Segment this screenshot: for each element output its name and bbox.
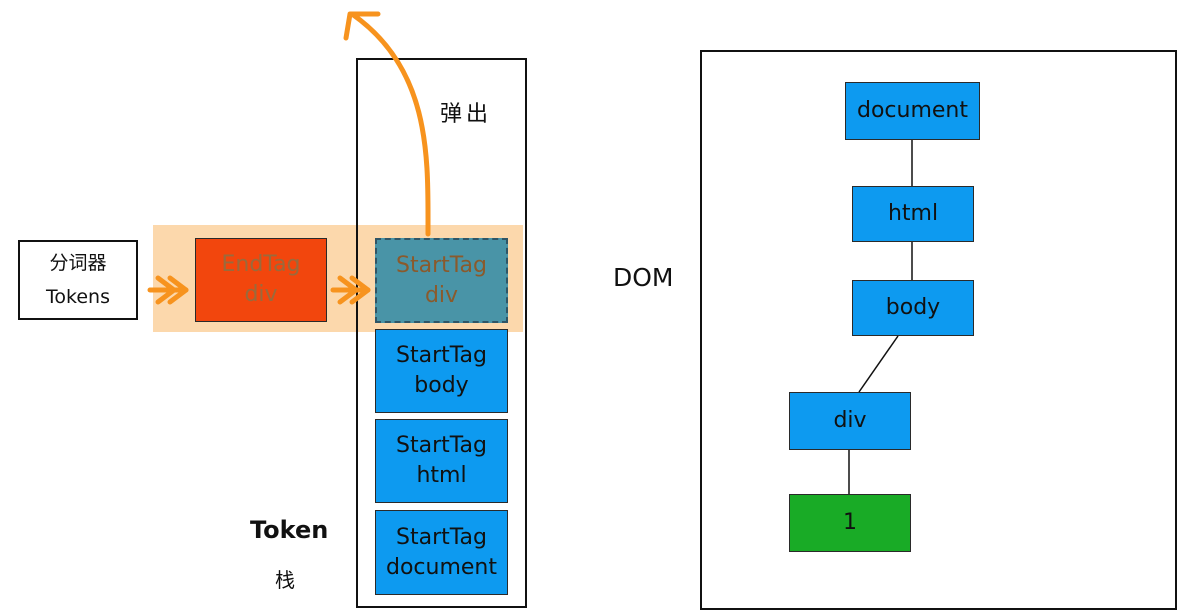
tokenizer-label-line2: Tokens [46, 286, 110, 308]
end-tag-line1: EndTag [221, 252, 301, 277]
dom-label: DOM [613, 263, 674, 292]
dom-node-html: html [852, 186, 974, 242]
dom-node-label: 1 [843, 510, 857, 535]
end-tag-line2: div [244, 282, 278, 307]
popped-token-line2: div [424, 282, 459, 308]
dom-frame [700, 50, 1177, 610]
stack-label-line1: Token [250, 516, 329, 544]
stack-item-line2: body [414, 373, 469, 398]
dom-node-label: document [857, 98, 968, 123]
dom-node-label: div [833, 408, 867, 433]
stack-item-line1: StartTag [396, 524, 487, 550]
stack-item-line1: StartTag [396, 343, 487, 368]
stack-item-line2: html [416, 463, 467, 488]
dom-node-div: div [789, 392, 911, 450]
tokenizer-label-line1: 分词器 [49, 252, 107, 274]
stack-item-body: StartTag body [375, 329, 508, 413]
dom-node-text: 1 [789, 494, 911, 552]
dom-node-document: document [845, 82, 980, 140]
pop-label: 弹出 [440, 102, 493, 127]
token-stack-frame [356, 58, 527, 608]
tokenizer-box: 分词器 Tokens [18, 240, 138, 320]
popped-start-tag-div: StartTag div [375, 238, 508, 323]
dom-node-label: body [885, 295, 941, 320]
stack-item-line1: StartTag [396, 433, 487, 458]
dom-node-body: body [852, 280, 974, 336]
dom-node-label: html [887, 201, 939, 226]
popped-token-line1: StartTag [396, 252, 487, 278]
stack-label-line2: 栈 [275, 568, 295, 592]
stack-item-document: StartTag document [375, 510, 508, 595]
stack-item-html: StartTag html [375, 419, 508, 503]
end-tag-token: EndTag div [195, 238, 327, 322]
stack-item-line2: document [386, 554, 497, 580]
